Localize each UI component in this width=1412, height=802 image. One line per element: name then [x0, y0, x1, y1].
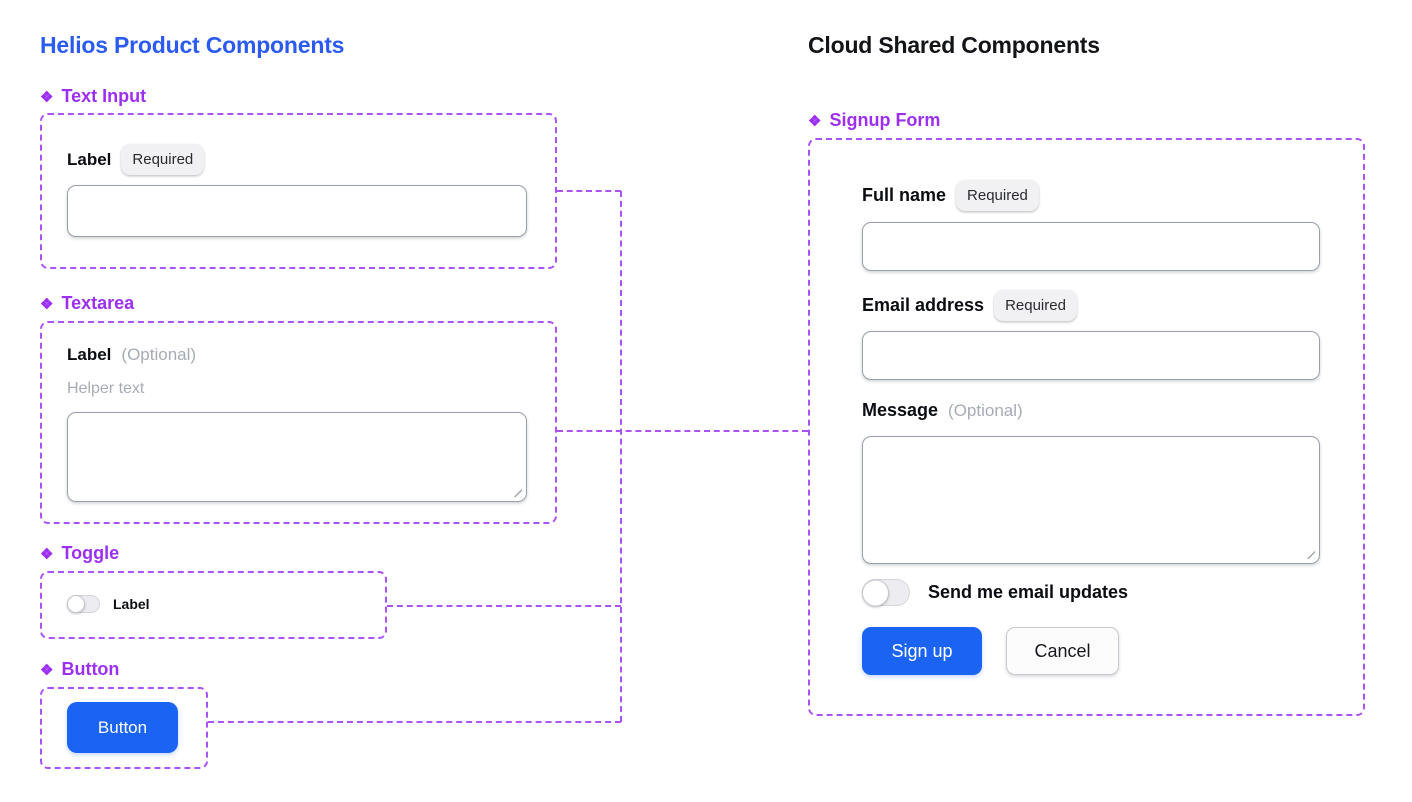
required-badge: Required — [956, 180, 1039, 211]
textarea-label-row: Label (Optional) — [67, 345, 196, 365]
component-label-signup-form[interactable]: ❖ Signup Form — [808, 110, 940, 131]
toggle-label: Label — [113, 596, 150, 612]
text-input-label-row: Label Required — [67, 144, 205, 175]
component-label-text: Button — [61, 659, 120, 679]
field-label: Message — [862, 400, 939, 420]
textarea-component-outline — [40, 321, 557, 524]
email-updates-toggle-row: Send me email updates — [862, 579, 1128, 606]
right-panel-title: Cloud Shared Components — [808, 32, 1100, 58]
connector-text-input-line — [557, 190, 621, 192]
email-input[interactable] — [862, 331, 1320, 380]
component-label-button[interactable]: ❖ Button — [40, 659, 119, 680]
textarea-field[interactable] — [67, 412, 527, 502]
cancel-button[interactable]: Cancel — [1006, 627, 1119, 675]
email-updates-toggle[interactable] — [862, 579, 910, 606]
field-label: Full name — [862, 185, 947, 205]
connector-trunk-line — [620, 191, 622, 722]
field-label: Label — [67, 345, 112, 364]
left-panel-title: Helios Product Components — [40, 32, 345, 58]
signup-form-component-outline — [808, 138, 1365, 716]
component-diamond-icon: ❖ — [40, 89, 54, 106]
helper-text: Helper text — [67, 380, 145, 397]
sample-button[interactable]: Button — [67, 702, 178, 753]
optional-tag: (Optional) — [948, 400, 1023, 420]
connector-toggle-line — [387, 605, 621, 607]
optional-tag: (Optional) — [121, 345, 197, 364]
component-diamond-icon: ❖ — [40, 546, 54, 563]
toggle-switch[interactable] — [67, 595, 100, 613]
email-updates-label: Send me email updates — [928, 582, 1129, 602]
toggle-knob — [862, 579, 889, 606]
component-label-text: Toggle — [61, 543, 120, 563]
toggle-row: Label — [67, 595, 150, 613]
textarea-wrap — [67, 412, 527, 502]
text-input-component-outline — [40, 113, 557, 269]
required-badge: Required — [121, 144, 205, 175]
text-input-field[interactable] — [67, 185, 527, 237]
component-label-text: Text Input — [61, 86, 147, 106]
field-label: Label — [67, 149, 112, 169]
component-label-text-input[interactable]: ❖ Text Input — [40, 86, 146, 107]
component-label-text: Textarea — [61, 293, 135, 313]
component-label-toggle[interactable]: ❖ Toggle — [40, 543, 119, 564]
required-badge: Required — [994, 290, 1077, 321]
connector-button-line — [208, 721, 621, 723]
toggle-component-outline — [40, 571, 387, 639]
component-label-textarea[interactable]: ❖ Textarea — [40, 293, 134, 314]
toggle-knob — [67, 595, 85, 613]
email-label-row: Email address Required — [862, 290, 1077, 321]
component-diamond-icon: ❖ — [808, 113, 822, 130]
button-component-outline — [40, 687, 208, 769]
component-diamond-icon: ❖ — [40, 662, 54, 679]
full-name-label-row: Full name Required — [862, 180, 1039, 211]
message-textarea[interactable] — [862, 436, 1320, 564]
full-name-input[interactable] — [862, 222, 1320, 271]
message-textarea-wrap — [862, 436, 1320, 564]
sign-up-button[interactable]: Sign up — [862, 627, 982, 675]
message-label-row: Message (Optional) — [862, 400, 1023, 421]
field-label: Email address — [862, 295, 985, 315]
connector-textarea-to-form-line — [557, 430, 808, 432]
component-label-text: Signup Form — [829, 110, 941, 130]
component-diamond-icon: ❖ — [40, 296, 54, 313]
